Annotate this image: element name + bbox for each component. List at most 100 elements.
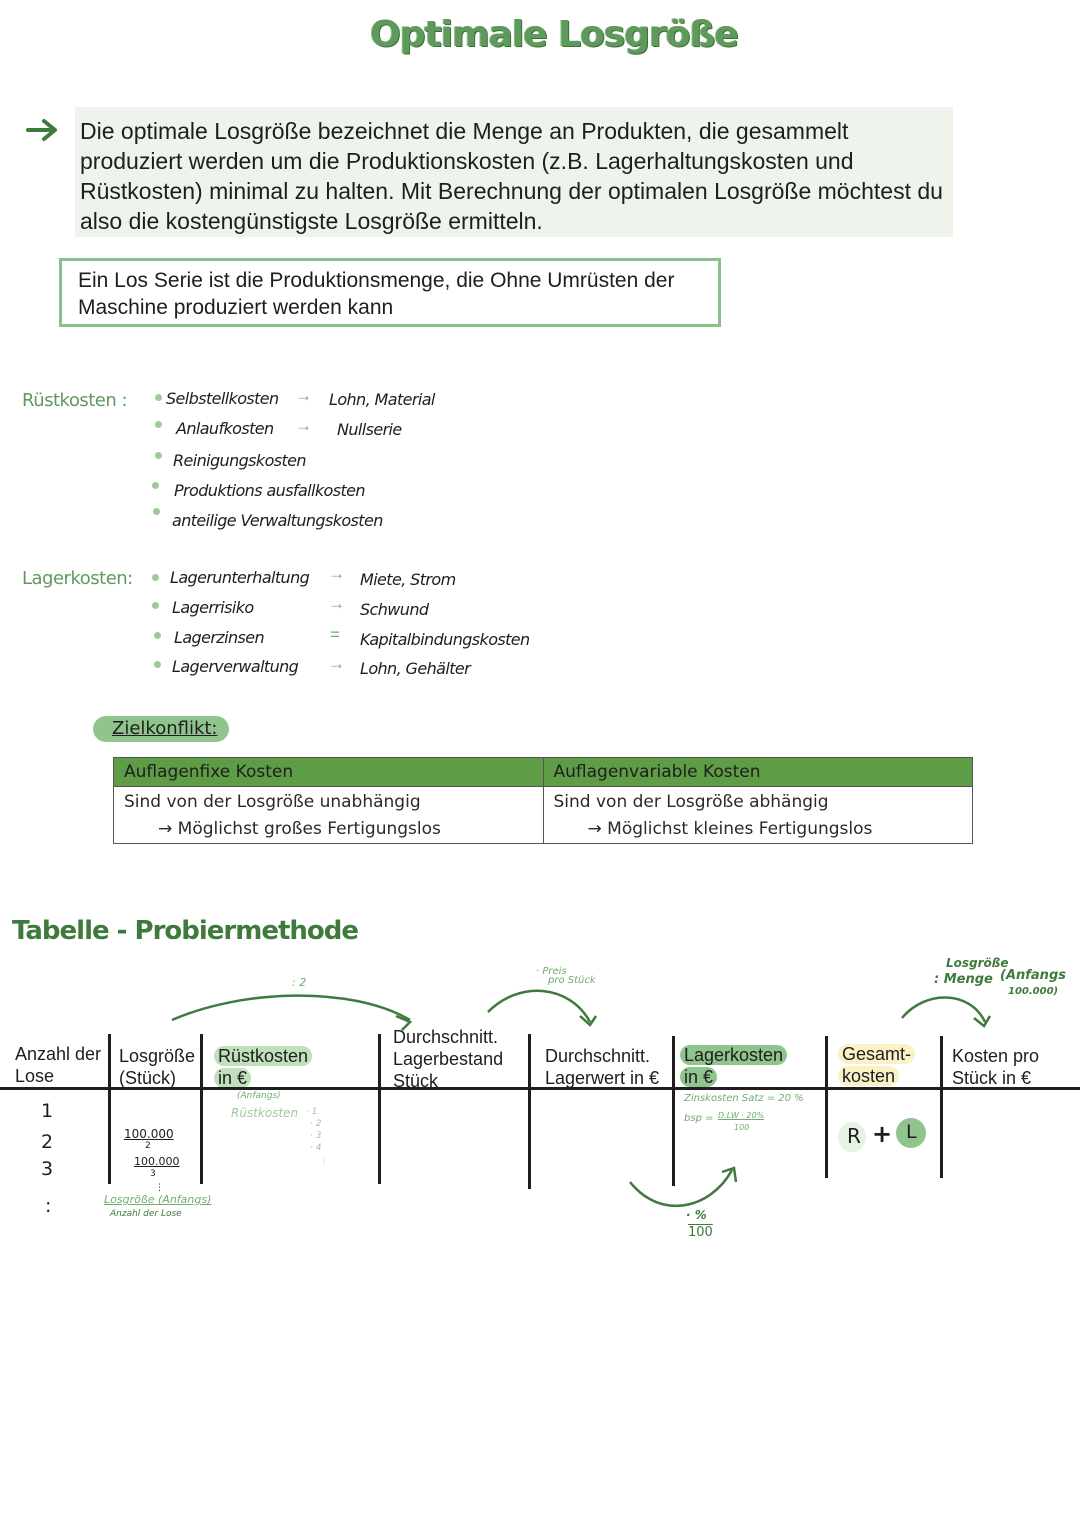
annotation-losgroesse: Losgröße	[946, 956, 1009, 970]
bullet-icon	[152, 602, 159, 609]
header-line: (Stück)	[119, 1068, 177, 1088]
bsp-denominator: 100	[734, 1123, 750, 1132]
annotation-anfangs: (Anfangs	[1000, 968, 1066, 983]
losgroesse-divisor: 2	[145, 1141, 151, 1151]
table-vertical-line	[528, 1034, 531, 1189]
page-title: Optimale Losgröße	[370, 14, 739, 55]
header-line: Kosten pro	[952, 1046, 1040, 1066]
ruest-mult: · 2	[310, 1119, 322, 1129]
table-header: Auflagenfixe Kosten	[113, 757, 544, 787]
list-item-sep: →	[328, 564, 345, 583]
header-line: Stück	[393, 1071, 439, 1091]
zielkonflikt-table: Auflagenfixe Kosten Auflagenvariable Kos…	[113, 757, 973, 844]
header-line: Lose	[15, 1066, 55, 1086]
header-line: Durchschnitt.	[393, 1027, 499, 1047]
ruest-anfangs: (Anfangs)	[237, 1091, 281, 1101]
list-item-name: Lagerzinsen	[174, 628, 265, 647]
ruestkosten-label: Rüstkosten :	[22, 390, 128, 411]
header-line: Lagerwert in €	[545, 1068, 660, 1088]
cell-line: → Möglichst großes Fertigungslos	[158, 819, 441, 839]
pct-bottom: 100	[688, 1225, 713, 1240]
column-header-losgroesse: Losgröße (Stück)	[119, 1045, 195, 1089]
list-item-name: Lagerverwaltung	[172, 657, 299, 676]
plus-sign: +	[872, 1120, 893, 1148]
table-vertical-line	[940, 1036, 943, 1178]
list-item-sep: →	[295, 416, 312, 435]
header-line: Durchschnitt.	[545, 1046, 651, 1066]
list-item-name: Lagerrisiko	[172, 598, 254, 617]
annotation-preis: · Preis	[536, 966, 567, 977]
l-circle	[896, 1118, 926, 1148]
bullet-icon	[153, 508, 160, 515]
losgroesse-value: 100.000	[134, 1155, 180, 1168]
header-line: in €	[680, 1067, 718, 1087]
zielkonflikt-label: Zielkonflikt:	[112, 718, 218, 739]
formula-numerator: Losgröße (Anfangs)	[104, 1193, 212, 1206]
header-line: Rüstkosten	[214, 1046, 313, 1066]
ruest-mult: · 4	[310, 1143, 322, 1153]
bullet-icon	[154, 632, 161, 639]
bsp-label: bsp =	[684, 1113, 714, 1124]
ruest-mult: · 1	[306, 1107, 318, 1117]
list-item-name: Reinigungskosten	[173, 451, 307, 470]
ruest-mult: · 3	[310, 1131, 322, 1141]
list-item-detail: Kapitalbindungskosten	[360, 630, 530, 649]
bullet-icon	[152, 574, 159, 581]
lagerkosten-label: Lagerkosten:	[22, 568, 133, 589]
header-line: Anzahl der	[15, 1044, 102, 1064]
table-vertical-line	[672, 1036, 675, 1186]
list-item-detail: Lohn, Material	[329, 390, 435, 409]
list-item-sep: →	[295, 386, 312, 405]
row-number: 3	[41, 1158, 54, 1180]
header-line: Losgröße	[119, 1046, 196, 1066]
table-cell: Sind von der Losgröße abhängig → Möglich…	[542, 786, 973, 844]
list-item-sep: →	[328, 594, 345, 613]
bullet-icon	[155, 452, 162, 459]
losgroesse-value: 100.000	[124, 1127, 174, 1141]
list-item-name: anteilige Verwaltungskosten	[172, 511, 383, 530]
bullet-icon	[155, 421, 162, 428]
section-title: Tabelle - Probiermethode	[12, 916, 359, 946]
losgroesse-dots: ⋮	[155, 1183, 164, 1193]
zins-note: Zinskosten Satz = 20 %	[684, 1093, 804, 1104]
bsp-numerator: D.LW · 20%	[718, 1111, 765, 1120]
header-line: Gesamt-	[838, 1044, 916, 1064]
arrow-right-icon	[26, 118, 60, 147]
header-line: in €	[214, 1068, 252, 1088]
column-header-lagerkosten: Lagerkosten in €	[680, 1044, 788, 1088]
l-label: L	[906, 1121, 917, 1143]
column-header-stueckkosten: Kosten pro Stück in €	[952, 1045, 1039, 1089]
table-horizontal-line	[0, 1087, 1080, 1090]
list-item-sep: =	[330, 625, 340, 644]
formula-denominator: Anzahl der Lose	[110, 1209, 182, 1219]
list-item-sep: →	[328, 654, 345, 673]
definition-text: Ein Los Serie ist die Produktionsmenge, …	[78, 269, 675, 319]
ruest-mult: ⋮	[320, 1157, 328, 1166]
annotation-arrows	[171, 989, 992, 1207]
annotation-div2: : 2	[292, 976, 307, 989]
pct-top: · %	[686, 1208, 707, 1222]
column-header-anzahl: Anzahl der Lose	[15, 1043, 101, 1087]
table-header: Auflagenvariable Kosten	[542, 757, 973, 787]
row-number: 2	[41, 1131, 54, 1153]
table-row: Sind von der Losgröße unabhängig → Mögli…	[113, 786, 973, 844]
column-header-lagerwert: Durchschnitt. Lagerwert in €	[545, 1045, 659, 1089]
table-vertical-line	[108, 1034, 111, 1184]
ruest-label: Rüstkosten	[231, 1106, 299, 1120]
table-cell: Sind von der Losgröße unabhängig → Mögli…	[113, 786, 544, 844]
intro-text: Die optimale Losgröße bezeichnet die Men…	[80, 118, 943, 234]
zielkonflikt-pill	[93, 716, 229, 742]
cell-line: → Möglichst kleines Fertigungslos	[587, 819, 873, 839]
annotation-anfangs-num: 100.000)	[1008, 986, 1059, 997]
definition-box	[59, 258, 721, 327]
header-line: Lagerbestand	[393, 1049, 504, 1069]
header-line: kosten	[838, 1066, 900, 1086]
row-number: :	[45, 1195, 52, 1217]
table-vertical-line	[200, 1034, 203, 1184]
table-vertical-line	[378, 1034, 381, 1184]
column-header-ruestkosten: Rüstkosten in €	[214, 1045, 313, 1089]
list-item-name: Produktions ausfallkosten	[174, 481, 366, 500]
row-number: 1	[41, 1100, 54, 1122]
r-label: R	[847, 1124, 861, 1148]
list-item-detail: Miete, Strom	[360, 570, 456, 589]
